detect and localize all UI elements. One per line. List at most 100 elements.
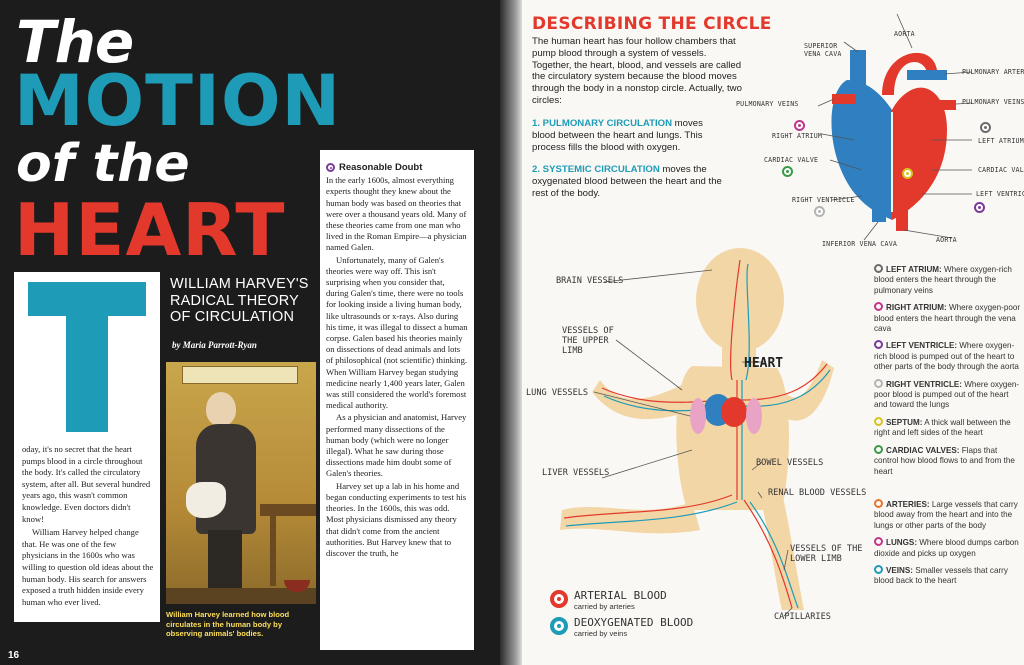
descending-aorta: [896, 205, 908, 231]
cardiac-valve-left-marker-icon: [782, 166, 793, 177]
intro-panel: oday, it's no secret that the heart pump…: [14, 272, 160, 622]
label-right-ventricle: RIGHT VENTRICLE: [792, 196, 855, 204]
section-intro: The human heart has four hollow chambers…: [532, 36, 742, 106]
superior-vena-cava: [850, 50, 866, 98]
deoxygenated-blood-legend: DEOXYGENATED BLOOD carried by veins: [550, 617, 693, 638]
label-brain-vessels: BRAIN VESSELS: [556, 276, 624, 286]
arteries-legend-icon: [874, 498, 883, 508]
title-line-the: The: [16, 8, 134, 76]
portrait-cloth: [186, 482, 226, 518]
systemic-circulation-text: moves the oxygenated blood between the h…: [532, 164, 722, 199]
pulmonary-vein-right: [932, 100, 956, 110]
inferior-vena-cava: [872, 200, 886, 222]
body-lungs: [690, 398, 762, 434]
heart-parts-legend: LEFT ATRIUM: Where oxygen-rich blood ent…: [874, 264, 1022, 593]
intro-text: oday, it's no secret that the heart pump…: [22, 444, 154, 610]
label-upper-limb-vessels: VESSELS OF THE UPPER LIMB: [562, 326, 614, 356]
aorta-arch: [882, 52, 937, 95]
label-capillaries: CAPILLARIES: [774, 612, 831, 622]
body-leader-lines: [593, 269, 793, 617]
sidebar-paragraph-1: In the early 1600s, almost everything ex…: [326, 175, 467, 253]
body-heart: [704, 394, 747, 427]
deoxygenated-blood-sub: carried by veins: [574, 629, 628, 638]
legend-left-atrium: LEFT ATRIUM: Where oxygen-rich blood ent…: [874, 264, 1012, 295]
portrait-caption: William Harvey learned how blood circula…: [166, 610, 290, 638]
title-line-heart: HEART: [14, 188, 286, 272]
label-pulmonary-veins-left: PULMONARY VEINS: [736, 100, 799, 108]
blood-type-legend: ARTERIAL BLOOD carried by arteries DEOXY…: [550, 590, 693, 644]
reasonable-doubt-sidebar: Reasonable Doubt In the early 1600s, alm…: [320, 150, 474, 650]
heart-diagram: [817, 13, 973, 241]
legend-lungs: LUNGS: Where blood dumps carbon dioxide …: [874, 537, 1019, 558]
title-line-motion: MOTION: [14, 60, 342, 142]
legend-right-ventricle: RIGHT VENTRICLE: Where oxygen-poor blood…: [874, 378, 1020, 410]
drop-cap-t: [28, 282, 146, 432]
section-title: DESCRIBING THE CIRCLE: [532, 14, 772, 34]
page-number-left: 16: [8, 650, 20, 661]
sidebar-heading: Reasonable Doubt: [326, 162, 468, 173]
sidebar-paragraph-3: As a physician and anatomist, Harvey per…: [326, 412, 467, 479]
target-icon: [326, 163, 335, 173]
label-renal-vessels: RENAL BLOOD VESSELS: [768, 488, 867, 498]
legend-right-atrium: RIGHT ATRIUM: Where oxygen-poor blood en…: [874, 302, 1021, 334]
label-lower-limb-vessels: VESSELS OF THE LOWER LIMB: [790, 544, 863, 564]
cardiac-valves-legend-icon: [874, 444, 883, 454]
label-cardiac-valve-right: CARDIAC VALVE: [978, 166, 1024, 174]
label-pulmonary-veins-right: PULMONARY VEINS: [962, 98, 1024, 106]
harvey-portrait-image: [166, 362, 316, 604]
arterial-blood-icon: [550, 590, 568, 608]
left-atrium-marker-icon: [980, 122, 991, 133]
heart-left-side-red: [892, 87, 947, 220]
portrait-table-leg: [270, 516, 276, 586]
portrait-sign: [182, 366, 298, 384]
right-atrium-legend-icon: [874, 302, 883, 312]
page-gutter: [500, 0, 522, 665]
portrait-figure-legs: [208, 530, 242, 596]
legend-arteries: ARTERIES: Large vessels that carry blood…: [874, 498, 1018, 530]
deoxygenated-blood-name: DEOXYGENATED BLOOD: [574, 616, 694, 629]
legend-cardiac-valves: CARDIAC VALVES: Flaps that control how b…: [874, 444, 1015, 476]
label-right-atrium: RIGHT ATRIUM: [772, 132, 823, 140]
pulmonary-circulation-item: 1. PULMONARY CIRCULATION moves blood bet…: [532, 118, 722, 153]
sidebar-paragraph-2: Unfortunately, many of Galen's theories …: [326, 254, 468, 411]
circulatory-body-diagram: [560, 248, 834, 617]
portrait-figure-head: [206, 392, 236, 426]
sidebar-heading-text: Reasonable Doubt: [339, 162, 423, 173]
heart-right-side-blue: [831, 80, 892, 220]
left-page: The MOTION of the HEART oday, it's no se…: [0, 0, 500, 665]
arterial-blood-name: ARTERIAL BLOOD: [574, 589, 667, 602]
label-aorta-bottom: AORTA: [936, 236, 957, 244]
systemic-circulation-item: 2. SYSTEMIC CIRCULATION moves the oxygen…: [532, 164, 722, 199]
label-superior-vena-cava: SUPERIOR VENA CAVA: [804, 42, 842, 58]
label-bowel-vessels: BOWEL VESSELS: [756, 458, 824, 468]
label-liver-vessels: LIVER VESSELS: [542, 468, 610, 478]
septum-legend-icon: [874, 416, 883, 426]
right-page: DESCRIBING THE CIRCLE The human heart ha…: [522, 0, 1024, 665]
portrait-table: [260, 504, 316, 516]
right-atrium-marker-icon: [794, 120, 805, 131]
byline: by Maria Parrott-Ryan: [172, 340, 257, 350]
label-heart: HEART: [744, 356, 784, 371]
legend-veins: VEINS: Smaller vessels that carry blood …: [874, 564, 1008, 586]
intro-paragraph-1: oday, it's no secret that the heart pump…: [22, 444, 151, 524]
pulmonary-artery: [907, 70, 947, 80]
deoxygenated-blood-icon: [550, 617, 568, 635]
legend-left-ventricle: LEFT VENTRICLE: Where oxygen-rich blood …: [874, 340, 1019, 372]
article-subtitle: WILLIAM HARVEY'S RADICAL THEORY OF CIRCU…: [170, 276, 309, 325]
lungs-legend-icon: [874, 537, 883, 547]
vessel-network: [563, 259, 831, 609]
systemic-circulation-label: 2. SYSTEMIC CIRCULATION: [532, 164, 660, 175]
pulmonary-circulation-text: moves blood between the heart and lungs.…: [532, 118, 703, 153]
septum-marker-icon: [902, 168, 913, 179]
label-pulmonary-artery: PULMONARY ARTERY: [962, 68, 1024, 76]
left-ventricle-marker-icon: [974, 202, 985, 213]
left-ventricle-legend-icon: [874, 340, 883, 350]
label-inferior-vena-cava: INFERIOR VENA CAVA: [822, 240, 898, 248]
label-left-ventricle: LEFT VENTRICLE: [976, 190, 1024, 198]
portrait-floor: [166, 588, 316, 604]
pulmonary-circulation-label: 1. PULMONARY CIRCULATION: [532, 118, 672, 129]
label-aorta-top: AORTA: [894, 30, 915, 38]
pulmonary-vein-left: [832, 94, 856, 104]
heart-leader-lines: [817, 13, 973, 241]
sidebar-paragraph-4: Harvey set up a lab in his home and bega…: [326, 480, 467, 558]
